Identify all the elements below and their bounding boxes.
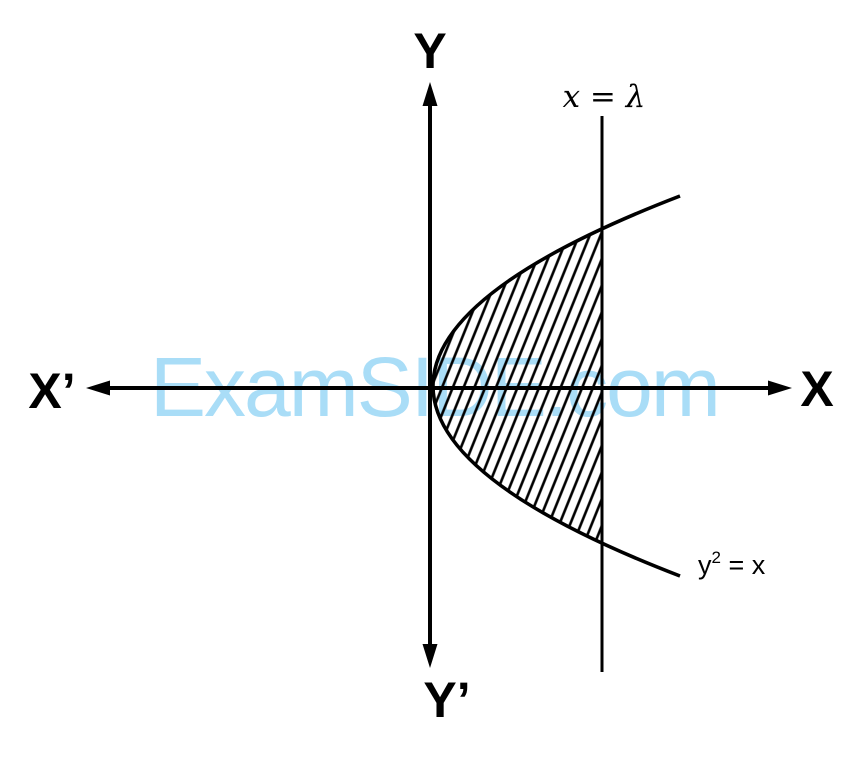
y-axis-positive-label: Y [413,23,447,79]
y-axis-negative-label: Y’ [423,672,471,728]
parabola-equation-exponent: 2 [711,548,721,567]
lambda-line-equation-label: x = λ [562,79,646,115]
parabola-curve [431,194,681,578]
parabola-equation-rest: = x [720,550,766,580]
parabola-equation-label: y2 = x [698,549,766,580]
y-axis-bottom-arrowhead-icon [422,644,438,668]
y-axis-top-arrowhead-icon [422,82,438,106]
x-axis-positive-label: X [800,361,834,417]
parabola-equation-base: y [698,550,712,580]
x-axis-right-arrowhead-icon [768,380,792,396]
x-axis-negative-label: X’ [28,363,76,419]
x-axis-left-arrowhead-icon [86,380,110,396]
